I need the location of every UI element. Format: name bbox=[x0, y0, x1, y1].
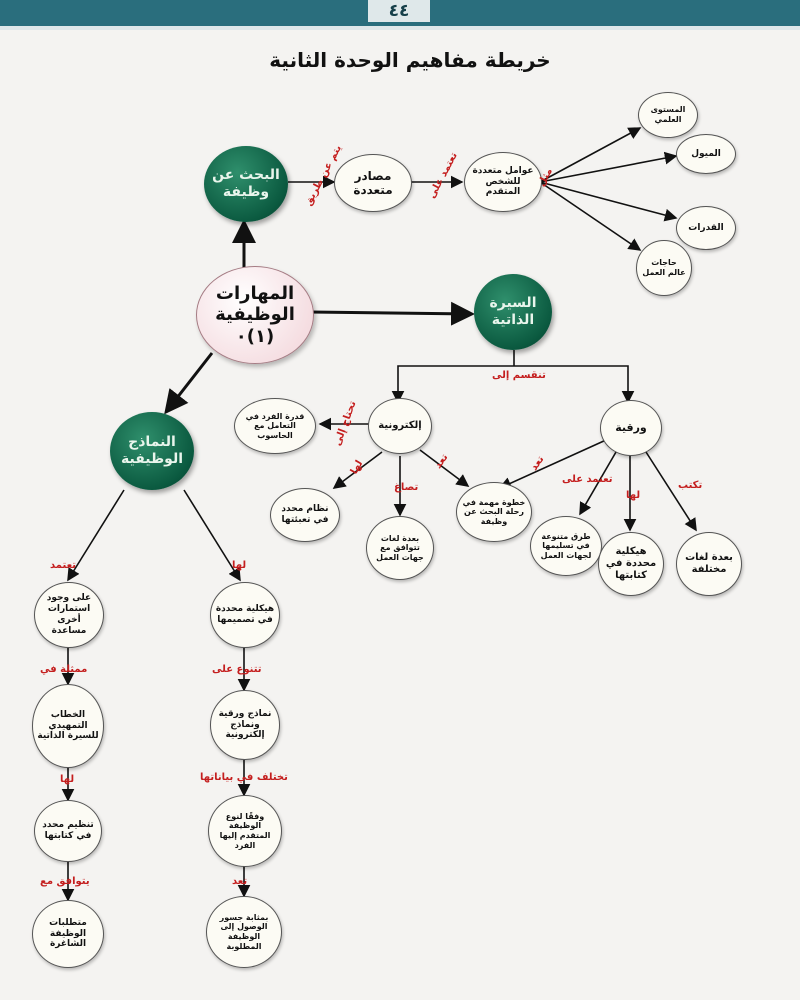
node-multiple-sources: مصادر متعددة bbox=[334, 154, 412, 212]
link-written: تكتب bbox=[678, 480, 703, 491]
node-other-forms: على وجود استمارات أخرى مساعدة bbox=[34, 582, 104, 648]
link-formulated: تصاغ bbox=[394, 482, 419, 493]
link-depends-on2: تعتمد على bbox=[562, 474, 613, 485]
node-job-forms: النماذج الوظيفية bbox=[110, 412, 194, 490]
link-divided-into: تنقسم إلى bbox=[492, 370, 546, 381]
node-multi-languages: بعدة لغات مختلفة bbox=[676, 532, 742, 596]
link-represented-in: ممثلة في bbox=[40, 664, 88, 675]
node-writing-org: تنظيم محدد في كتابتها bbox=[34, 800, 102, 862]
node-paper-electronic-forms: نماذج ورقية ونماذج إلكترونية bbox=[210, 690, 280, 760]
node-computer-ability: قدرة الفرد في التعامل مع الحاسوب bbox=[234, 398, 316, 454]
link-is3: تعد bbox=[232, 876, 248, 887]
node-writing-structure: هيكلية محددة في كتابتها bbox=[598, 532, 664, 596]
page-number: ٤٤ bbox=[368, 0, 430, 22]
node-cv: السيرة الذاتية bbox=[474, 274, 552, 350]
link-has3: لها bbox=[60, 774, 75, 785]
node-multilang-employers: بعدة لغات تتوافق مع جهات العمل bbox=[366, 516, 434, 580]
page-title: خريطة مفاهيم الوحدة الثانية bbox=[269, 48, 551, 72]
node-important-step: خطوة مهمة في رحلة البحث عن وظيفة bbox=[456, 482, 532, 542]
node-labor-needs: حاجات عالم العمل bbox=[636, 240, 692, 296]
link-varies-on: تتنوع على bbox=[212, 664, 262, 675]
link-data-differs: تختلف في بياناتها bbox=[200, 772, 288, 783]
node-by-job-type: وفقًا لنوع الوظيفة المتقدم إليها الفرد bbox=[208, 795, 282, 867]
link-has4: لها bbox=[232, 560, 247, 571]
node-job-search: البحث عن وظيفة bbox=[204, 146, 288, 222]
node-design-structure: هيكلية محددة في تصميمها bbox=[210, 582, 280, 648]
link-compatible-with: يتوافق مع bbox=[40, 876, 90, 887]
node-paper: ورقية bbox=[600, 400, 662, 456]
node-multiple-factors: عوامل متعددة للشخص المتقدم bbox=[464, 152, 542, 212]
node-electronic: إلكترونية bbox=[368, 398, 432, 454]
link-relies: تعتمد bbox=[50, 560, 76, 571]
node-interests: الميول bbox=[676, 134, 736, 174]
node-cover-letter: الخطاب التمهيدي للسيرة الذاتية bbox=[32, 684, 104, 768]
node-abilities: القدرات bbox=[676, 206, 736, 250]
node-vacancy-req: متطلبات الوظيفة الشاغرة bbox=[32, 900, 104, 968]
link-has2: لها bbox=[626, 490, 641, 501]
node-center: المهارات الوظيفية (١)٠ bbox=[196, 266, 314, 364]
node-academic-level: المستوى العلمي bbox=[638, 92, 698, 138]
header-strip bbox=[0, 26, 800, 30]
node-bridge: بمثابة جسور الوصول إلى الوظيفة المطلوبة bbox=[206, 896, 282, 968]
node-delivery-ways: طرق متنوعة في تسليمها لجهات العمل bbox=[530, 516, 602, 576]
node-fill-system: نظام محدد في تعبئتها bbox=[270, 488, 340, 542]
